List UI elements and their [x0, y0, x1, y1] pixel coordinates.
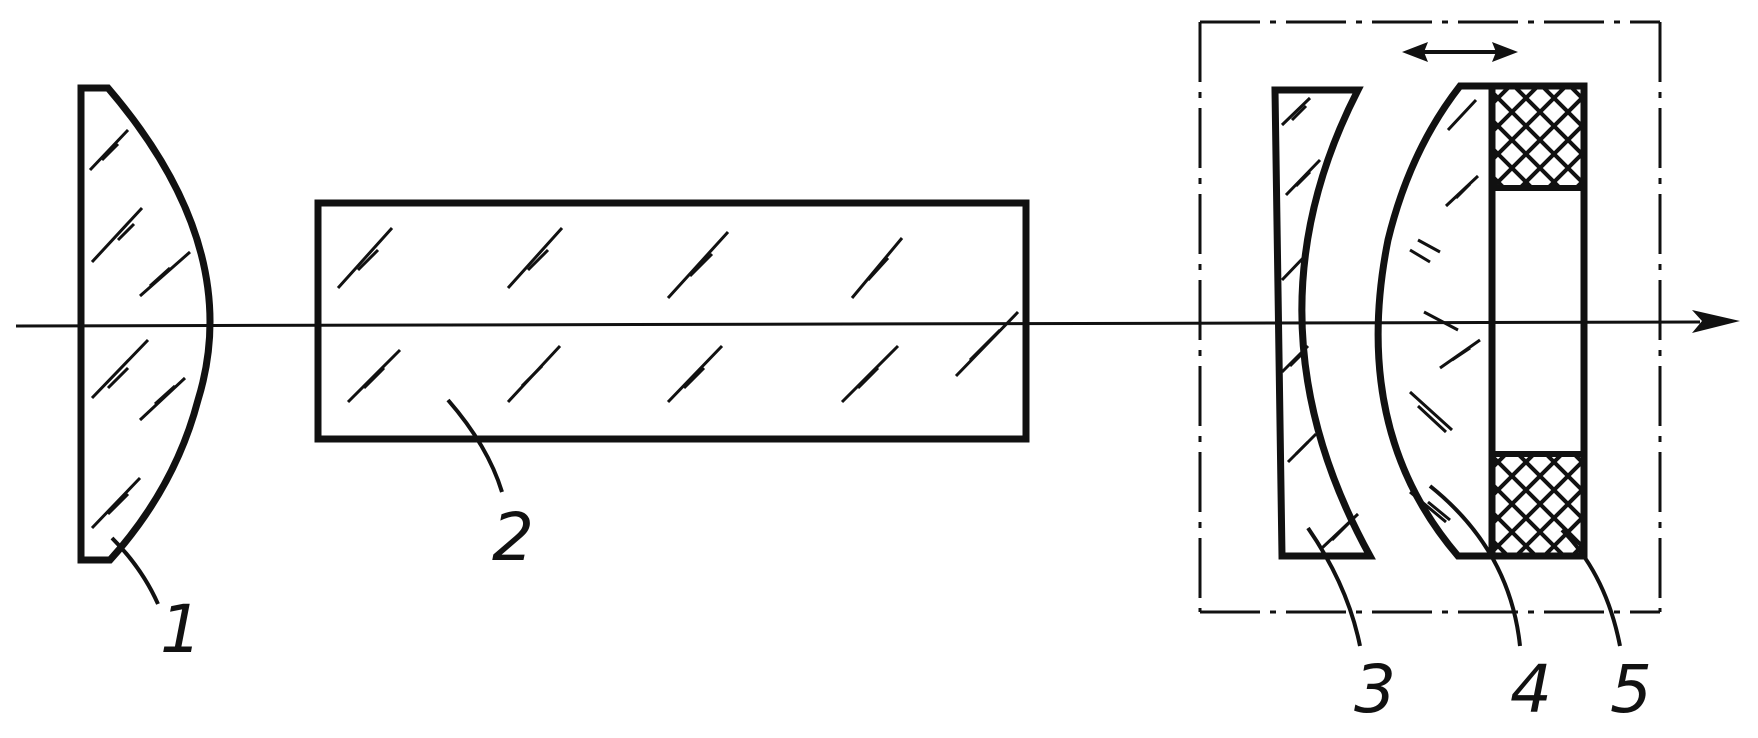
label-2: 2: [492, 499, 534, 576]
lens-4: [1378, 86, 1492, 556]
label-3: 3: [1354, 651, 1396, 728]
glass-hatching-rod-2: [338, 228, 1018, 402]
label-5: 5: [1610, 651, 1652, 728]
leader-line-3: [1308, 528, 1360, 646]
double-arrow-icon: [1402, 42, 1518, 62]
label-4: 4: [1510, 651, 1552, 728]
lens-1: [81, 88, 210, 560]
glass-hatching-lens-4: [1410, 100, 1480, 522]
label-1: 1: [160, 591, 202, 668]
leader-line-1: [112, 538, 158, 604]
leader-line-2: [448, 400, 502, 492]
rod-2: [318, 203, 1026, 439]
